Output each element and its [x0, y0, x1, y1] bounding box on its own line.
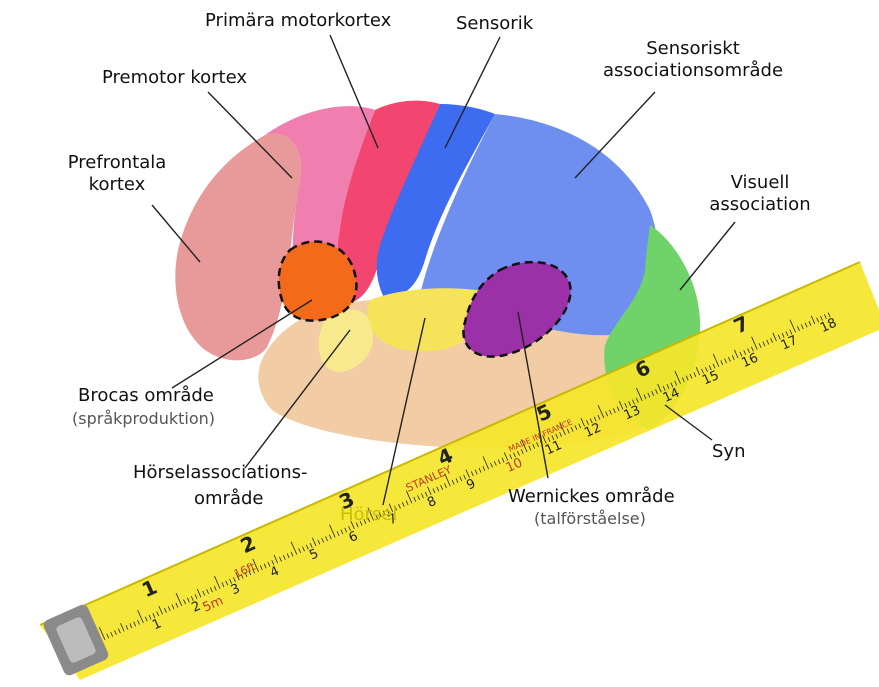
- label-wernicke-sub: (talförståelse): [534, 509, 646, 528]
- label-wernicke-area: Wernickes område: [508, 486, 675, 508]
- label-auditory: Hörsel: [340, 504, 397, 526]
- label-broca-area: Brocas område: [78, 385, 214, 407]
- label-visual-association: Visuell association: [700, 172, 820, 216]
- label-prefrontal-cortex: Prefrontala kortex: [62, 152, 172, 196]
- label-sensory: Sensorik: [456, 13, 533, 35]
- label-sensory-association-line1: Sensoriskt: [583, 38, 803, 60]
- label-vision: Syn: [712, 441, 746, 463]
- label-prefrontal-line1: Prefrontala: [62, 152, 172, 174]
- label-premotor-cortex: Premotor kortex: [102, 67, 247, 89]
- label-auditory-association-line2: område: [194, 488, 263, 510]
- label-visual-association-line1: Visuell: [700, 172, 820, 194]
- label-primary-motor-cortex: Primära motorkortex: [205, 10, 391, 32]
- label-broca-sub: (språkproduktion): [72, 409, 215, 428]
- leader-visual-assoc: [680, 222, 735, 290]
- label-visual-association-line2: association: [700, 194, 820, 216]
- broca-area: [279, 242, 357, 321]
- label-prefrontal-line2: kortex: [62, 174, 172, 196]
- label-auditory-association-line1: Hörselassociations-: [133, 462, 307, 484]
- label-sensory-association: Sensoriskt associationsområde: [583, 38, 803, 82]
- label-sensory-association-line2: associationsområde: [583, 60, 803, 82]
